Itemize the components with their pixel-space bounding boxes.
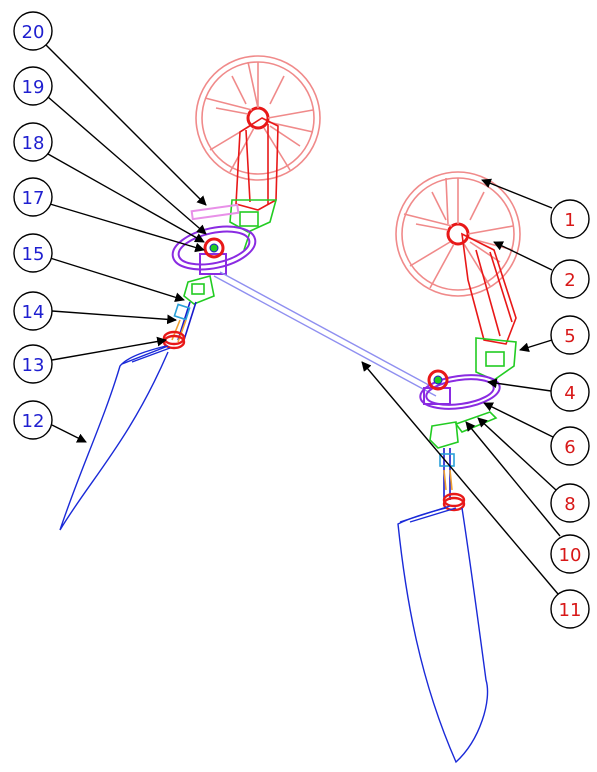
callout-20: 20 [13,11,207,206]
callout-1-label: 1 [564,210,575,231]
tie-rod [213,271,439,397]
callout-11: 11 [361,361,590,629]
callout-20-label: 20 [22,22,45,43]
callout-10: 10 [465,421,590,574]
callout-15: 15 [13,233,185,303]
callout-2: 2 [493,241,590,299]
callout-14: 14 [13,291,177,331]
left-guide-pin [190,203,240,221]
callout-18-label: 18 [22,133,45,154]
callout-4-label: 4 [564,383,575,404]
callout-13-label: 13 [22,355,45,376]
callout-10-label: 10 [559,545,582,566]
callout-15-label: 15 [22,244,45,265]
callout-2-label: 2 [564,270,575,291]
right-rudder-blade [397,505,489,764]
left-steering-assembly [59,55,321,531]
right-steering-wheel [395,171,521,297]
callout-19: 19 [13,66,207,235]
left-hub [203,237,225,259]
callout-8: 8 [477,417,590,523]
callout-17-label: 17 [22,188,45,209]
callout-5: 5 [519,315,590,355]
left-quadrant [171,225,257,275]
callout-18: 18 [13,122,205,243]
right-tiller-arm [429,411,498,449]
right-steering-assembly [395,171,521,764]
left-tiller-bracket [183,275,215,305]
callout-11-label: 11 [559,600,582,621]
callout-13: 13 [13,336,167,384]
callout-8-label: 8 [564,494,575,515]
callout-6-label: 6 [564,437,575,458]
left-callouts: 20 19 18 17 15 14 13 [13,11,207,443]
left-rudder-blade [59,345,171,531]
callout-19-label: 19 [22,77,45,98]
callout-12-label: 12 [22,411,45,432]
right-rudder-stock [439,448,455,500]
left-steering-wheel [195,55,321,181]
left-pedestal-base [229,199,278,251]
right-rudder-collar [442,492,466,512]
right-hub [427,369,449,391]
right-callouts: 1 2 5 4 6 8 10 [361,178,590,629]
left-pedestal [235,117,279,211]
callout-5-label: 5 [564,326,575,347]
callout-6: 6 [483,402,590,466]
callout-1: 1 [481,178,590,239]
callout-12: 12 [13,400,87,443]
callout-14-label: 14 [22,302,45,323]
right-pedestal-base [475,337,517,381]
callout-4: 4 [487,372,590,412]
callout-17: 17 [13,177,205,253]
right-pedestal [461,232,517,345]
